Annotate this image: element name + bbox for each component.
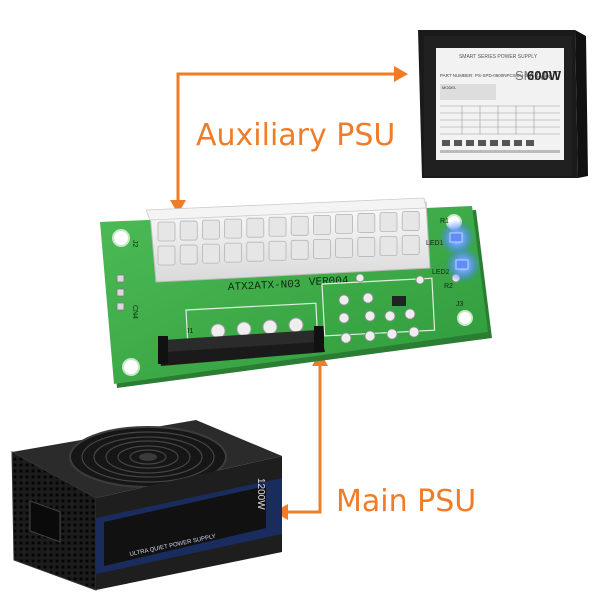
silk-led2: LED2 (432, 269, 450, 276)
sata-footprint (185, 302, 319, 347)
connector-pin-cell (401, 235, 420, 255)
auxiliary-psu-image: SMART SERIES POWER SUPPLY PART NUMBER: P… (418, 30, 588, 178)
control-region (321, 277, 436, 337)
connector-pin-cell (224, 242, 243, 263)
connector-pin-cell (312, 214, 331, 235)
connector-pin-cell (268, 240, 287, 261)
connector-pin-cell (379, 212, 398, 232)
main-psu-wattage: 1200W (255, 478, 266, 510)
relay-chip (392, 296, 406, 306)
aux-arrow-head-down (170, 200, 186, 214)
connector-pin-cell (290, 215, 309, 236)
mount-hole (122, 358, 140, 376)
connector-pin-cell (290, 239, 309, 260)
silk-r1: R1 (440, 218, 449, 225)
connector-pin-cell (224, 218, 243, 239)
led-2 (455, 259, 469, 270)
connector-pin-cell (357, 237, 376, 257)
led-1 (449, 232, 463, 243)
connector-pin-cell (379, 236, 398, 256)
main-arrow (286, 362, 322, 514)
board-model-text: ATX2ATX-N03 (228, 279, 301, 294)
connector-pin-cell (201, 243, 220, 264)
connector-pin-cell (157, 221, 176, 242)
silk-j3: J3 (456, 301, 464, 308)
aux-psu-model-label: MODEL (442, 85, 457, 90)
connector-pin-cell (179, 220, 198, 241)
aux-psu-part-label: PART NUMBER: (440, 73, 474, 78)
connector-pin-cell (401, 211, 420, 231)
connector-pin-cell (157, 245, 176, 266)
connector-pin-cell (246, 217, 265, 238)
silk-j1: J1 (186, 328, 194, 335)
silk-r2: R2 (444, 283, 453, 290)
board-version-text: VER004 (309, 275, 349, 289)
mount-hole (457, 310, 473, 326)
aux-arrow-head-right (394, 66, 408, 82)
aux-psu-wattage: 600W (527, 68, 562, 83)
connector-pin-cell (179, 244, 198, 265)
silk-led1: LED1 (426, 240, 444, 247)
connector-pin-cell (268, 216, 287, 237)
main-psu-image: ULTRA QUIET POWER SUPPLY 1200W (11, 420, 282, 591)
connector-pin-cell (335, 213, 354, 234)
ac-socket (29, 500, 61, 543)
connector-pin-cell (201, 219, 220, 240)
connector-pin-cell (312, 238, 331, 259)
fan-hub (139, 453, 157, 461)
aux-psu-part-number: PS-SPD-0600NPCWEU-2 (475, 73, 528, 78)
auxiliary-psu-label: Auxiliary PSU (196, 118, 396, 153)
silk-j2: J2 (131, 240, 138, 248)
sata-connector (158, 326, 325, 366)
connector-pin-cell (357, 213, 376, 233)
aux-arrow (176, 72, 398, 205)
aux-psu-series: SMART SERIES POWER SUPPLY (459, 54, 538, 60)
connector-pin-cell (335, 237, 354, 258)
adapter-board: ATX2ATX-N03 VER004 J2 CN4 J1 J3 R1 R2 LE… (100, 197, 492, 388)
left-pads (116, 274, 125, 311)
mount-hole (112, 229, 130, 247)
atx-24pin-connector (145, 197, 431, 283)
aux-psu-brand: SMART (515, 68, 560, 83)
silk-cn4: CN4 (131, 305, 138, 319)
connector-pin-cell (246, 241, 265, 262)
main-psu-label: Main PSU (336, 484, 477, 519)
